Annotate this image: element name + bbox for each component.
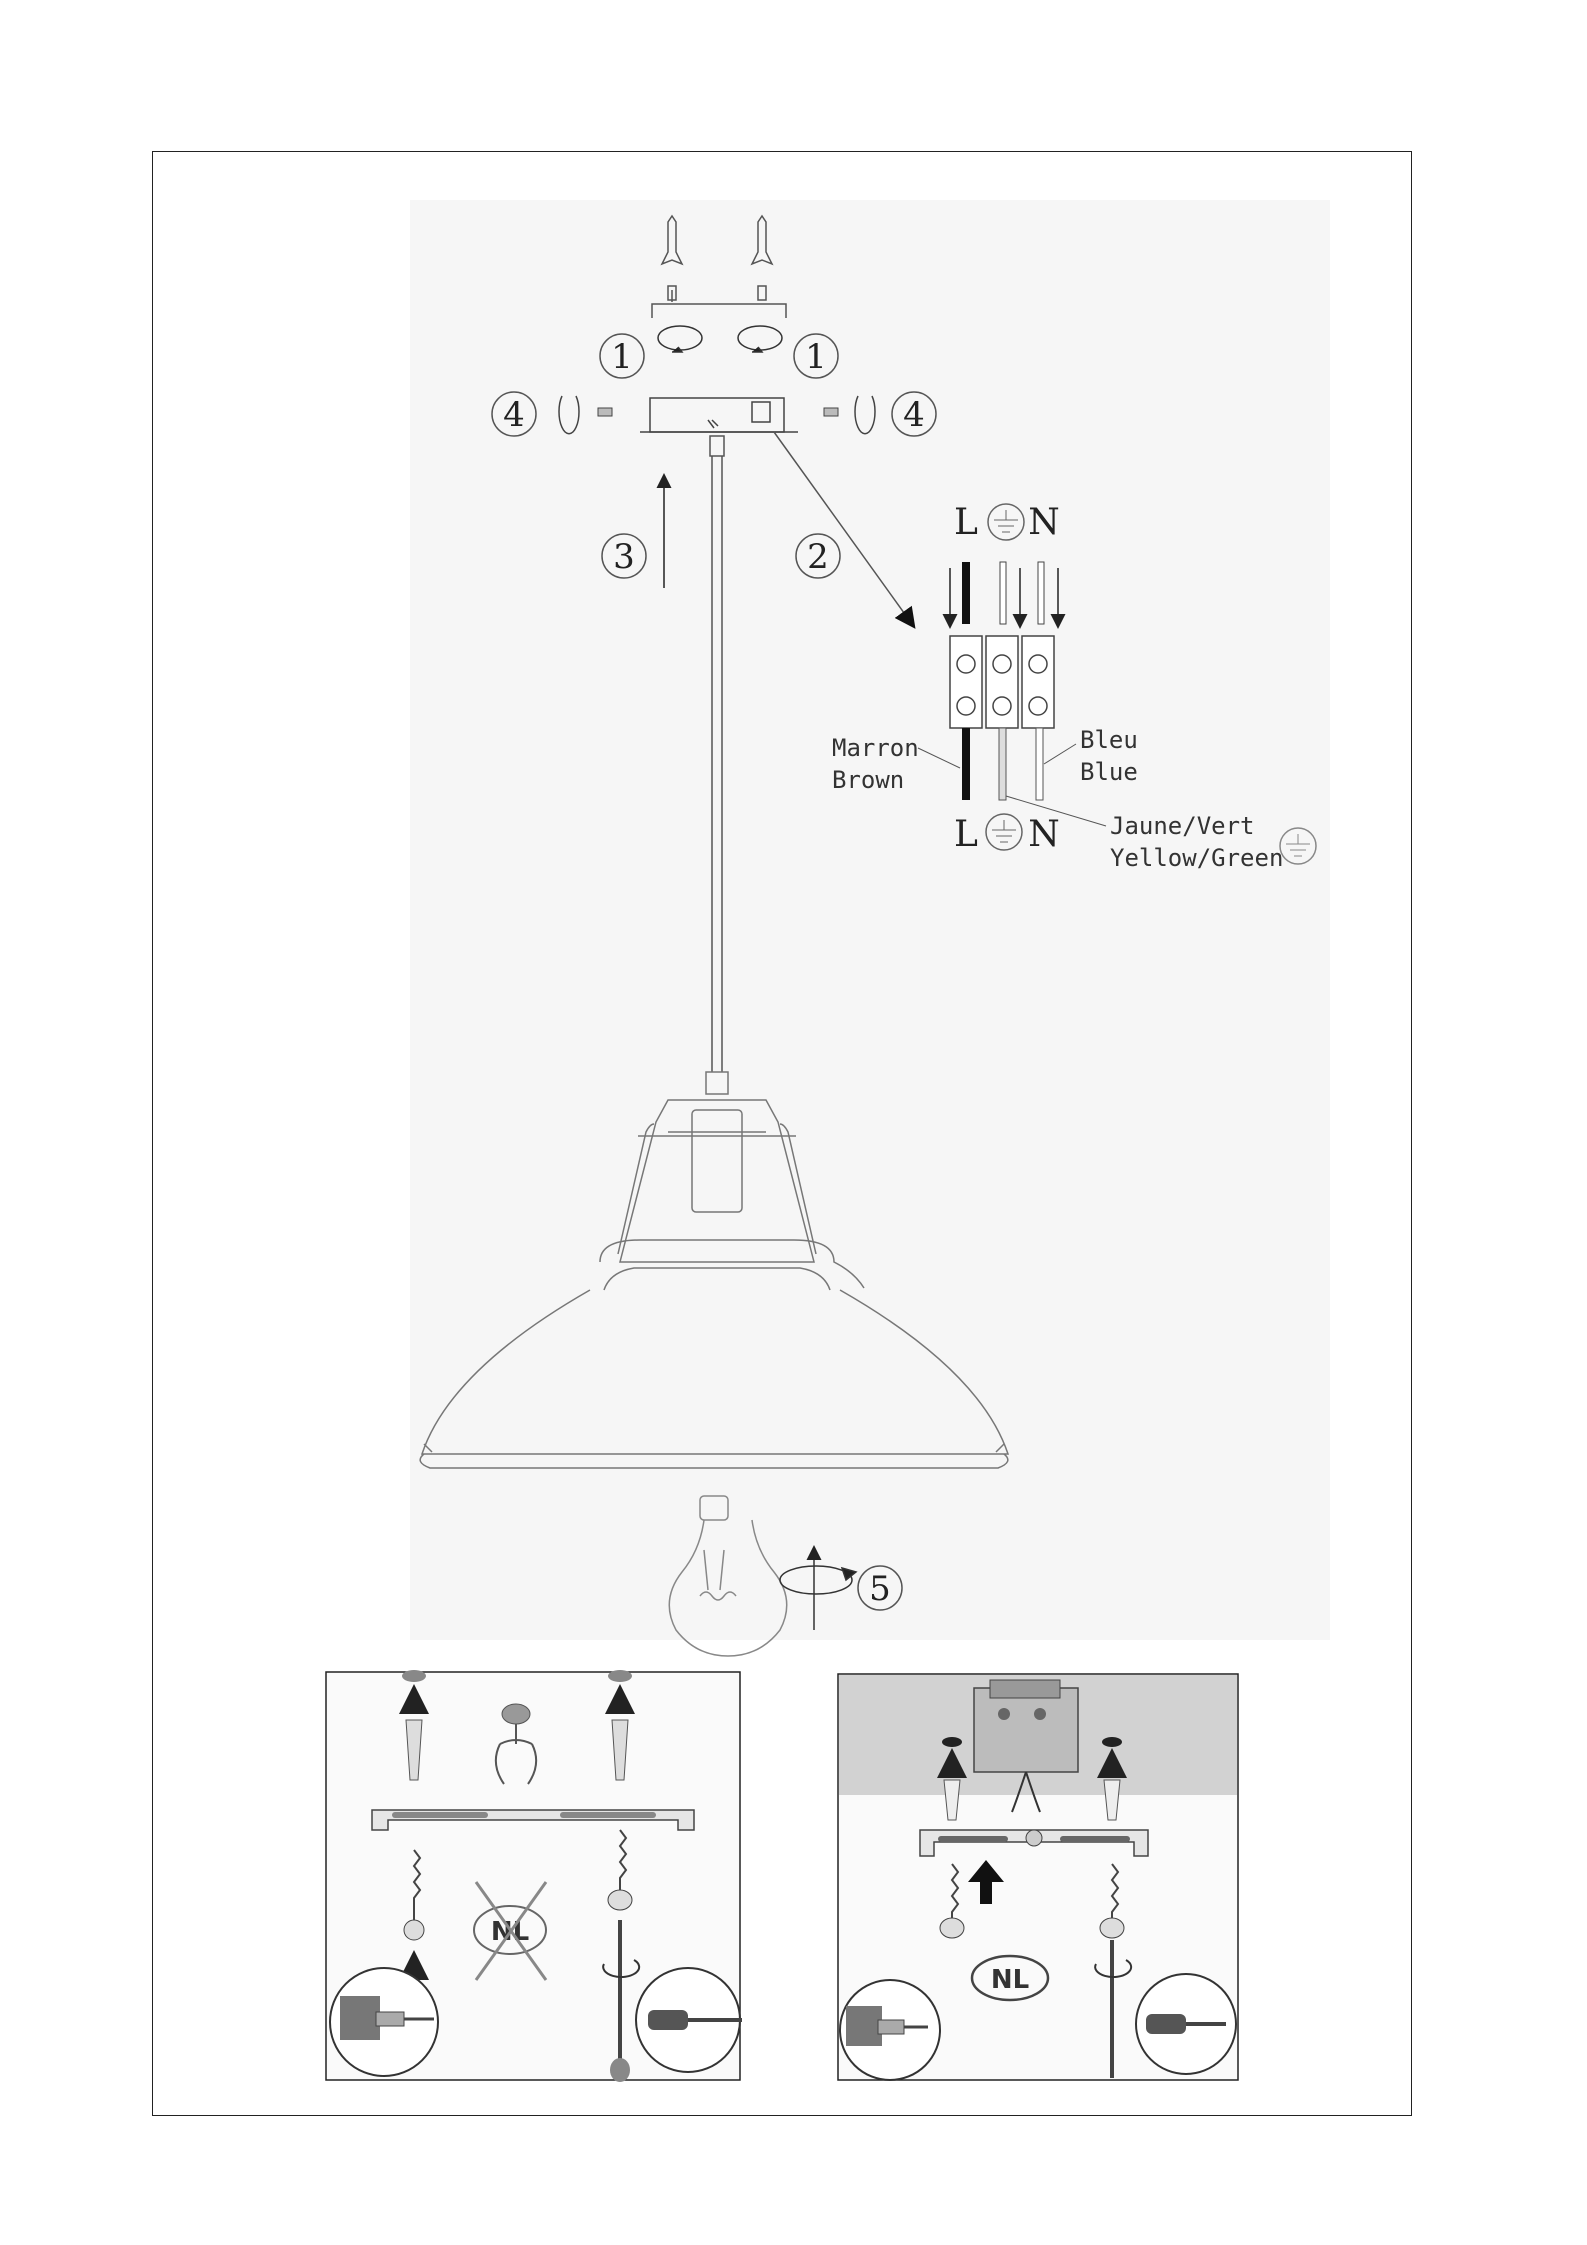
svg-text:3: 3 <box>613 537 635 577</box>
svg-text:2: 2 <box>807 537 829 577</box>
label-blue: Blue <box>1080 758 1138 786</box>
svg-text:1: 1 <box>611 337 633 377</box>
nl-mark-right: NL <box>991 1965 1029 1995</box>
label-marron: Marron <box>832 734 919 762</box>
side-screw-right-icon <box>824 408 838 416</box>
label-N-bottom: N <box>1028 814 1060 855</box>
label-bleu: Bleu <box>1080 726 1138 754</box>
yellow-green-wire <box>999 728 1006 800</box>
svg-text:1: 1 <box>805 337 827 377</box>
blue-wire <box>1036 728 1043 800</box>
label-L-bottom: L <box>954 814 978 855</box>
label-jaune-vert: Jaune/Vert <box>1110 812 1255 840</box>
label-brown: Brown <box>832 766 904 794</box>
panel-left-installation: NL <box>326 1670 742 2082</box>
label-yellow-green: Yellow/Green <box>1110 844 1283 872</box>
svg-text:4: 4 <box>503 395 525 435</box>
panel-right-installation: NL <box>838 1674 1238 2080</box>
terminal-block <box>950 636 1054 728</box>
label-N-top: N <box>1028 502 1060 543</box>
svg-text:4: 4 <box>903 395 925 435</box>
brown-wire <box>962 728 970 800</box>
side-screw-left-icon <box>598 408 612 416</box>
scan-background <box>410 200 1330 1640</box>
label-L-top: L <box>954 502 978 543</box>
svg-text:5: 5 <box>869 1569 891 1609</box>
